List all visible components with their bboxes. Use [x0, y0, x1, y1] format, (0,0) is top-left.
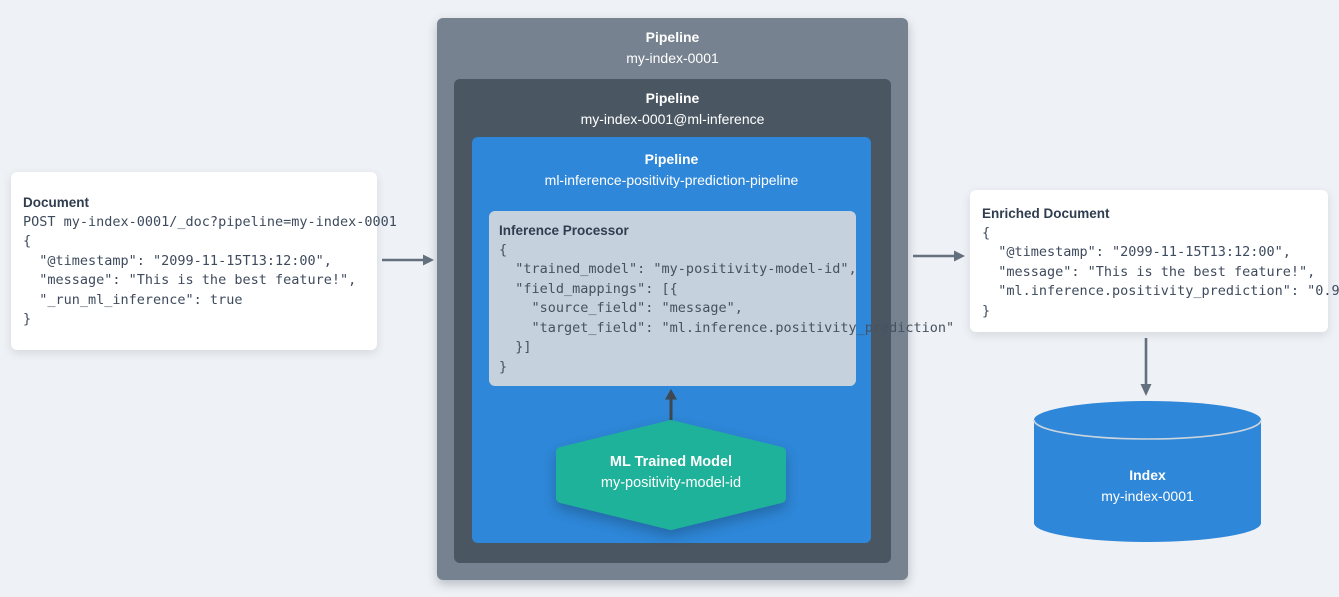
ml-trained-model-title: ML Trained Model [609, 454, 733, 470]
index-cylinder-icon [1033, 401, 1262, 542]
pipeline-outer-label: Pipeline [645, 29, 700, 45]
inference-processor-code: { "trained_model": "my-positivity-model-… [499, 241, 955, 375]
document-card-title: Document [23, 195, 90, 210]
pipeline-ml-inference-header: Pipeline my-index-0001@ml-inference [454, 79, 891, 130]
arrow-enriched-to-index-icon [1140, 338, 1152, 396]
pipeline-inference-header: Pipeline ml-inference-positivity-predict… [472, 137, 871, 191]
arrow-document-to-pipeline-icon [382, 254, 434, 266]
index-name: my-index-0001 [1101, 488, 1194, 504]
inference-processor-title: Inference Processor [499, 223, 629, 238]
pipeline-inference-name: ml-inference-positivity-prediction-pipel… [544, 172, 799, 188]
index-label: Index my-index-0001 [1033, 465, 1262, 507]
arrow-pipeline-to-enriched-icon [913, 250, 965, 262]
enriched-document-card: Enriched Document { "@timestamp": "2099-… [970, 190, 1339, 332]
pipeline-outer-name: my-index-0001 [626, 50, 719, 66]
pipeline-ml-inference-name: my-index-0001@ml-inference [580, 111, 765, 127]
inference-processor-block: Inference Processor { "trained_model": "… [489, 211, 955, 386]
enriched-document-code: { "@timestamp": "2099-11-15T13:12:00", "… [982, 224, 1339, 319]
ml-trained-model-label: ML Trained Model my-positivity-model-id [551, 452, 791, 494]
enriched-document-title: Enriched Document [982, 206, 1110, 221]
ml-trained-model-name: my-positivity-model-id [600, 475, 742, 491]
arrow-model-to-processor-icon [665, 389, 677, 421]
pipeline-ml-inference-label: Pipeline [645, 90, 700, 106]
ml-trained-model-hexagon [556, 420, 786, 530]
document-card-code: POST my-index-0001/_doc?pipeline=my-inde… [23, 213, 397, 328]
document-card: Document POST my-index-0001/_doc?pipelin… [11, 172, 397, 350]
pipeline-outer-header: Pipeline my-index-0001 [437, 18, 908, 69]
pipeline-inference-label: Pipeline [644, 151, 699, 167]
index-title: Index [1129, 467, 1166, 483]
